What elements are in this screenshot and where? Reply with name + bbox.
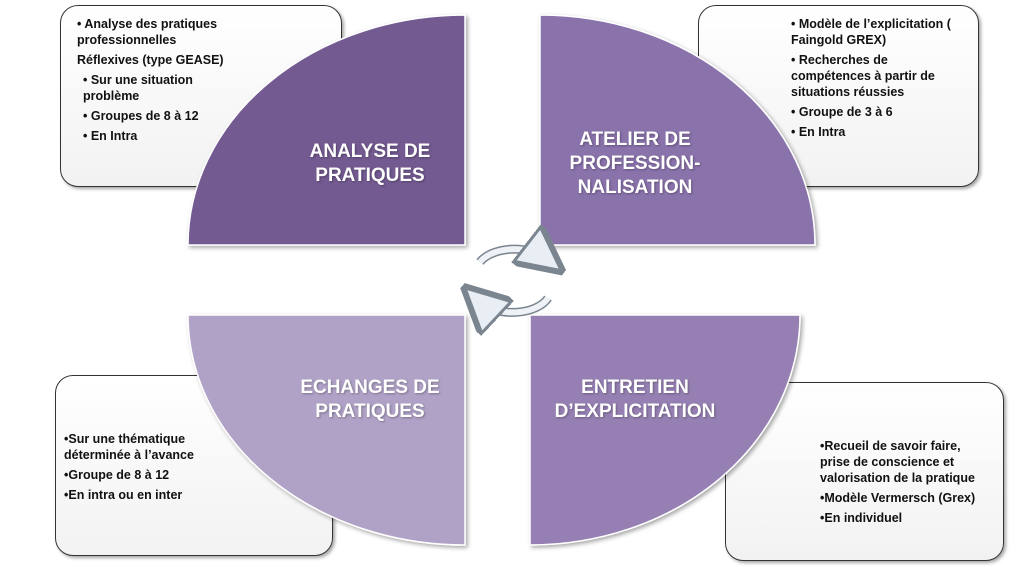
title-line: ENTRETIEN xyxy=(581,377,689,398)
item: • Groupe de 3 à 6 xyxy=(791,105,893,119)
title-line: ECHANGES DE xyxy=(300,377,440,398)
wedge-echanges xyxy=(187,314,466,546)
cycle-arrow-icon-fill xyxy=(480,298,551,312)
item: •Sur une thématique déterminée à l’avanc… xyxy=(64,432,194,462)
item: Réflexives (type GEASE) xyxy=(77,53,224,67)
item: • En Intra xyxy=(791,125,846,139)
item: •Modèle Vermersch (Grex) xyxy=(820,491,976,505)
item: •En intra ou en inter xyxy=(64,488,183,502)
item: • Sur une situation problème xyxy=(83,73,193,103)
title-atelier: ATELIER DE PROFESSION- NALISATION xyxy=(555,128,715,200)
item: • Recherches de compétences à partir de … xyxy=(791,53,935,99)
wedge-analyse xyxy=(187,14,466,246)
title-line: PRATIQUES xyxy=(315,401,425,422)
title-line: ATELIER DE xyxy=(579,129,691,150)
item: • Analyse des pratiques professionnelles xyxy=(77,17,218,47)
cycle-arrow-icon-fill xyxy=(477,249,545,262)
title-analyse: ANALYSE DE PRATIQUES xyxy=(290,140,450,188)
item: •En individuel xyxy=(820,511,903,525)
title-line: PROFESSION- xyxy=(569,153,701,174)
item: •Recueil de savoir faire, prise de consc… xyxy=(820,439,975,485)
title-entretien: ENTRETIEN D’EXPLICITATION xyxy=(545,376,725,424)
title-line: ANALYSE DE xyxy=(309,141,431,162)
wedge-atelier xyxy=(539,14,816,246)
item: • En Intra xyxy=(83,129,138,143)
wedge-entretien xyxy=(529,314,801,546)
item: • Groupes de 8 à 12 xyxy=(83,109,199,123)
title-line: PRATIQUES xyxy=(315,165,425,186)
title-line: D’EXPLICITATION xyxy=(554,401,716,422)
title-echanges: ECHANGES DE PRATIQUES xyxy=(285,376,455,424)
item: • Modèle de l’explicitation ( Faingold G… xyxy=(791,17,951,47)
item: •Groupe de 8 à 12 xyxy=(64,468,170,482)
title-line: NALISATION xyxy=(577,177,693,198)
